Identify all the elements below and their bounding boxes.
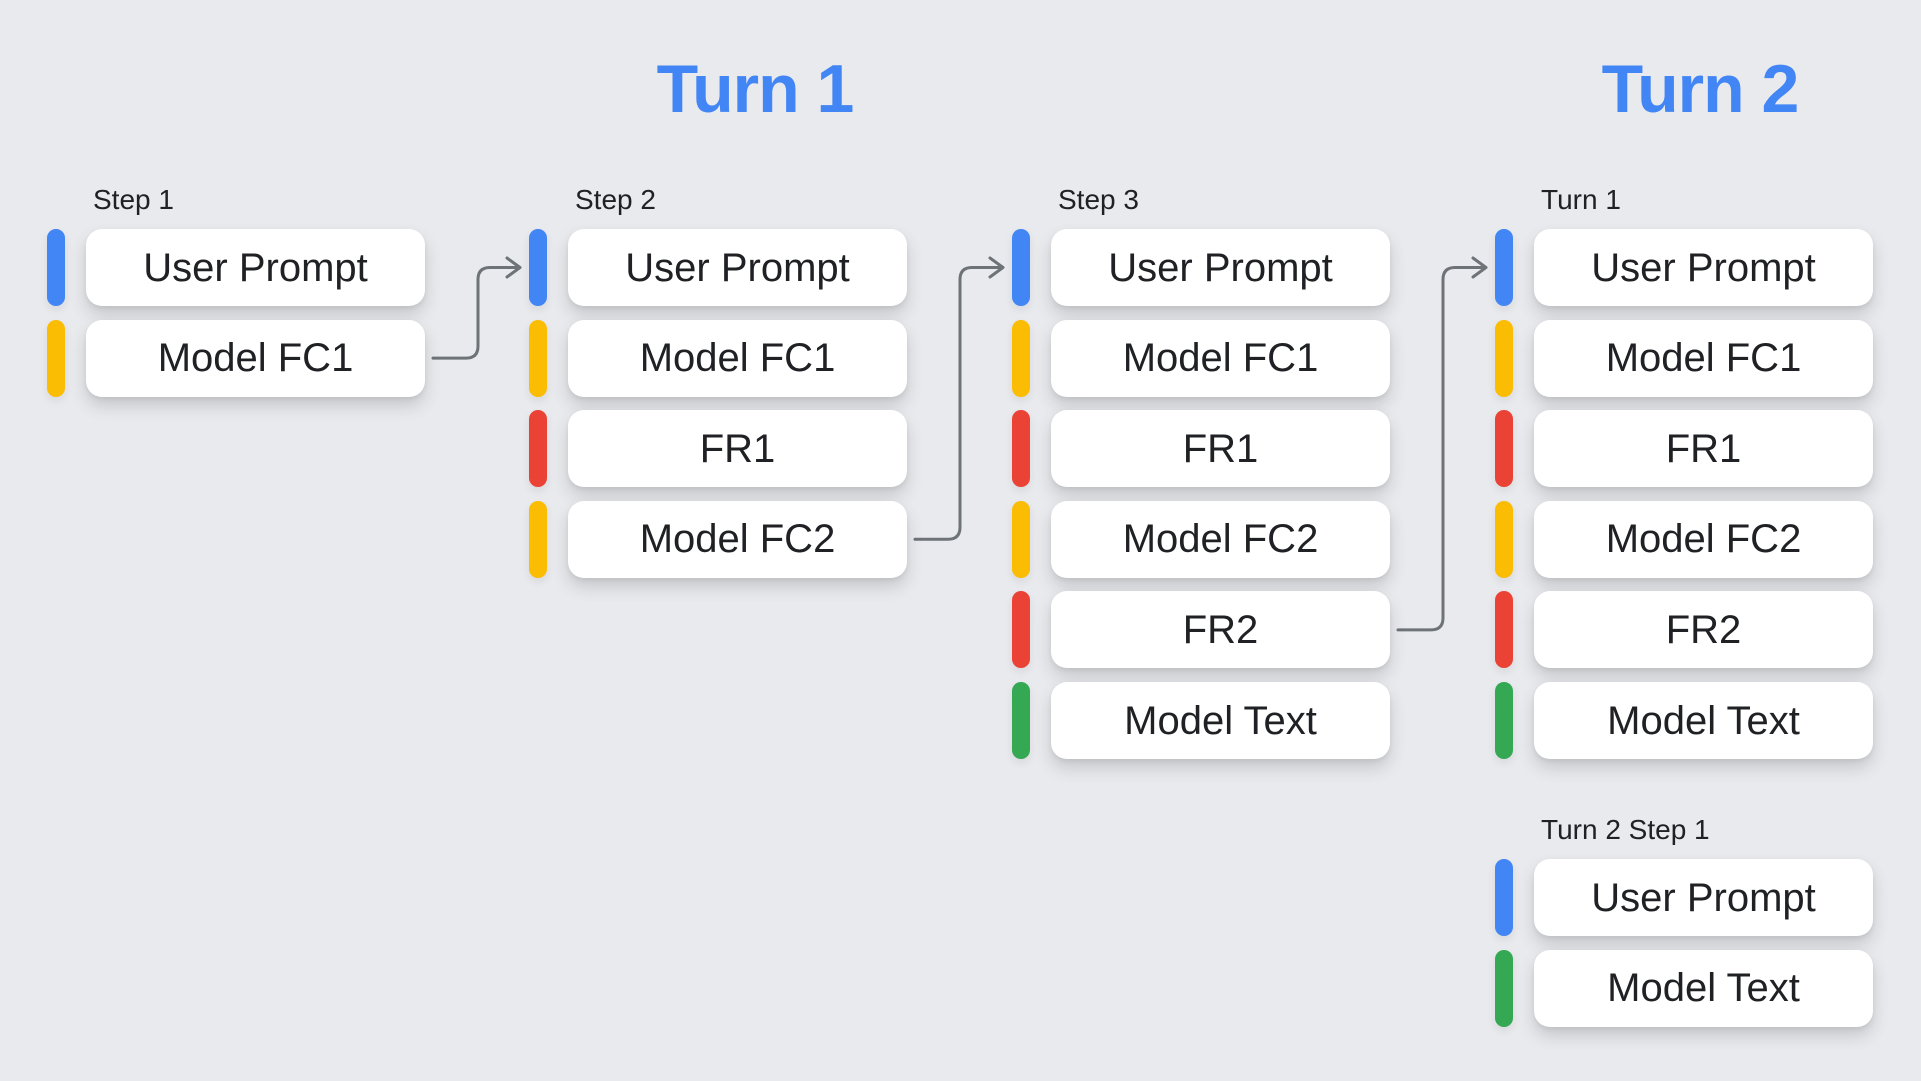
flow-card-label: Model Text [1607,966,1800,1011]
flow-card-user-prompt: User Prompt [1051,229,1390,306]
flow-card-model-fc1: Model FC1 [1051,319,1390,397]
function-response-color-bar-icon [1495,410,1513,488]
flow-card-model-text: Model Text [1534,682,1873,759]
flow-card-label: Model Text [1607,698,1800,743]
user-prompt-color-bar-icon [529,229,547,306]
flow-card-model-fc2: Model FC2 [1534,500,1873,578]
flow-card-label: FR2 [1665,607,1742,652]
flow-card-user-prompt: User Prompt [1534,229,1873,306]
flow-card-fr1: FR1 [1051,410,1390,488]
flow-card-label: Model FC2 [639,517,836,562]
flow-card-fr2: FR2 [1051,591,1390,669]
model-text-color-bar-icon [1012,682,1030,759]
flow-card-label: FR1 [1182,426,1259,471]
flow-card-label: User Prompt [1591,875,1816,920]
flow-card-model-text: Model Text [1051,682,1390,759]
function-response-color-bar-icon [1012,591,1030,669]
flow-card-user-prompt: User Prompt [1534,859,1873,936]
flow-card-model-fc1: Model FC1 [568,319,907,397]
model-fc-color-bar-icon [1012,500,1030,578]
flow-card-model-fc1: Model FC1 [1534,319,1873,397]
flow-card-label: Model FC1 [639,336,836,381]
flow-card-user-prompt: User Prompt [568,229,907,306]
flow-card-label: FR1 [1665,426,1742,471]
flow-card-label: Model FC1 [157,336,354,381]
model-fc-color-bar-icon [1495,319,1513,397]
flow-card-model-text: Model Text [1534,949,1873,1027]
model-text-color-bar-icon [1495,682,1513,759]
group-label-turn-2-step-1: Turn 2 Step 1 [1541,814,1710,845]
flow-card-label: FR1 [699,426,776,471]
function-response-color-bar-icon [529,410,547,488]
flow-card-label: User Prompt [1108,245,1333,290]
function-response-color-bar-icon [1495,591,1513,669]
flow-arrow [913,256,1005,541]
flow-arrow [1396,256,1488,632]
flow-card-label: FR2 [1182,607,1259,652]
flow-card-label: Model FC2 [1605,517,1802,562]
flow-arrow [431,256,522,360]
flow-card-fr2: FR2 [1534,591,1873,669]
model-fc-color-bar-icon [47,319,65,397]
flow-card-label: Model Text [1124,698,1317,743]
flow-card-model-fc1: Model FC1 [86,319,425,397]
flow-card-label: User Prompt [1591,245,1816,290]
function-response-color-bar-icon [1012,410,1030,488]
group-label-step-3: Step 3 [1058,184,1139,215]
flow-card-label: User Prompt [143,245,368,290]
model-fc-color-bar-icon [529,500,547,578]
user-prompt-color-bar-icon [1012,229,1030,306]
model-fc-color-bar-icon [529,319,547,397]
user-prompt-color-bar-icon [47,229,65,306]
flow-card-label: User Prompt [625,245,850,290]
flow-card-user-prompt: User Prompt [86,229,425,306]
turn-2-title: Turn 2 [1601,51,1800,127]
flow-card-model-fc2: Model FC2 [1051,500,1390,578]
group-label-turn-1: Turn 1 [1541,184,1621,215]
flow-card-model-fc2: Model FC2 [568,500,907,578]
flow-card-fr1: FR1 [568,410,907,488]
flow-card-label: Model FC1 [1122,336,1319,381]
flow-card-fr1: FR1 [1534,410,1873,488]
group-label-step-2: Step 2 [575,184,656,215]
user-prompt-color-bar-icon [1495,229,1513,306]
group-label-step-1: Step 1 [93,184,174,215]
model-fc-color-bar-icon [1012,319,1030,397]
model-fc-color-bar-icon [1495,500,1513,578]
flow-card-label: Model FC2 [1122,517,1319,562]
model-text-color-bar-icon [1495,949,1513,1027]
turn-1-title: Turn 1 [656,51,855,127]
flow-card-label: Model FC1 [1605,336,1802,381]
user-prompt-color-bar-icon [1495,859,1513,936]
